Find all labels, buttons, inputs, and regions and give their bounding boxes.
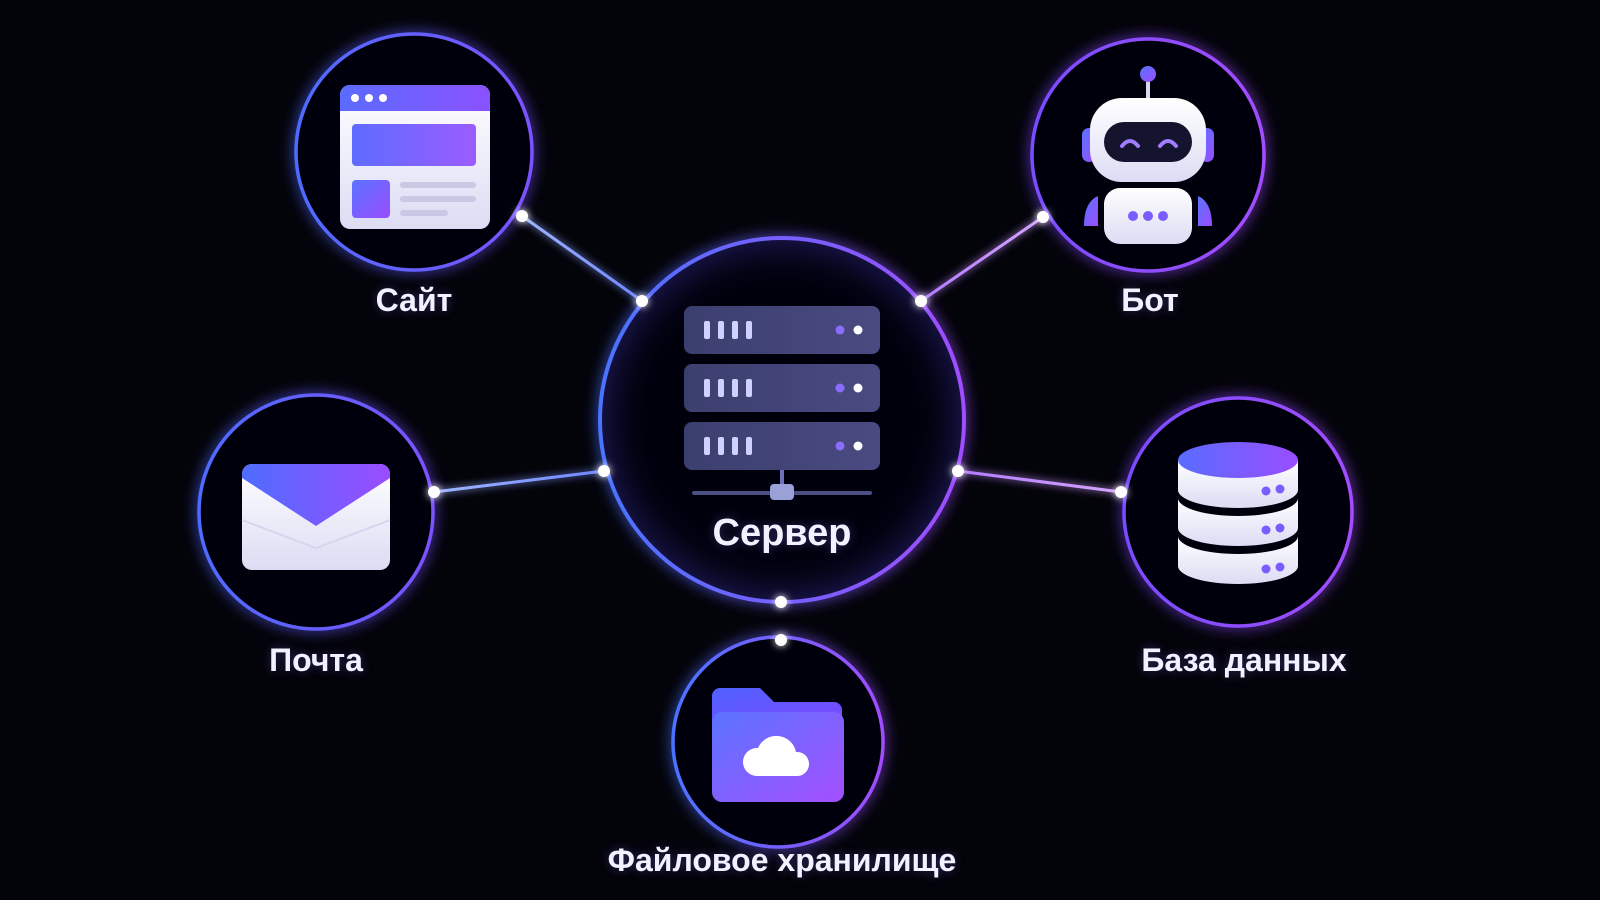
connector-dots: [428, 210, 1127, 646]
envelope-icon: [241, 464, 391, 570]
storage-label: Файловое хранилище: [607, 842, 957, 878]
robot-icon: [1082, 66, 1214, 244]
server-icon: [684, 306, 880, 500]
connectors: [433, 214, 1122, 640]
link-site-server: [521, 214, 643, 303]
link-mail-server: [433, 469, 605, 494]
database-label: База данных: [1141, 642, 1347, 678]
link-database-server: [957, 469, 1122, 494]
dot-bot-outer: [1037, 211, 1049, 223]
dot-mail-outer: [428, 486, 440, 498]
dot-database-inner: [952, 465, 964, 477]
server-label: Сервер: [712, 512, 852, 554]
site-label: Сайт: [375, 282, 453, 318]
dot-storage-top: [775, 596, 787, 608]
dot-bot-inner: [915, 295, 927, 307]
database-icon: [1178, 442, 1298, 584]
bot-label: Бот: [1121, 282, 1179, 318]
dot-site-inner: [636, 295, 648, 307]
mail-label: Почта: [269, 642, 363, 678]
dot-mail-inner: [598, 465, 610, 477]
cloud-folder-icon: [712, 688, 844, 802]
dot-database-outer: [1115, 486, 1127, 498]
dot-storage-bottom: [775, 634, 787, 646]
browser-window-icon: [340, 85, 490, 229]
link-bot-server: [920, 215, 1044, 303]
database-ring: [1122, 396, 1354, 628]
dot-site-outer: [516, 210, 528, 222]
